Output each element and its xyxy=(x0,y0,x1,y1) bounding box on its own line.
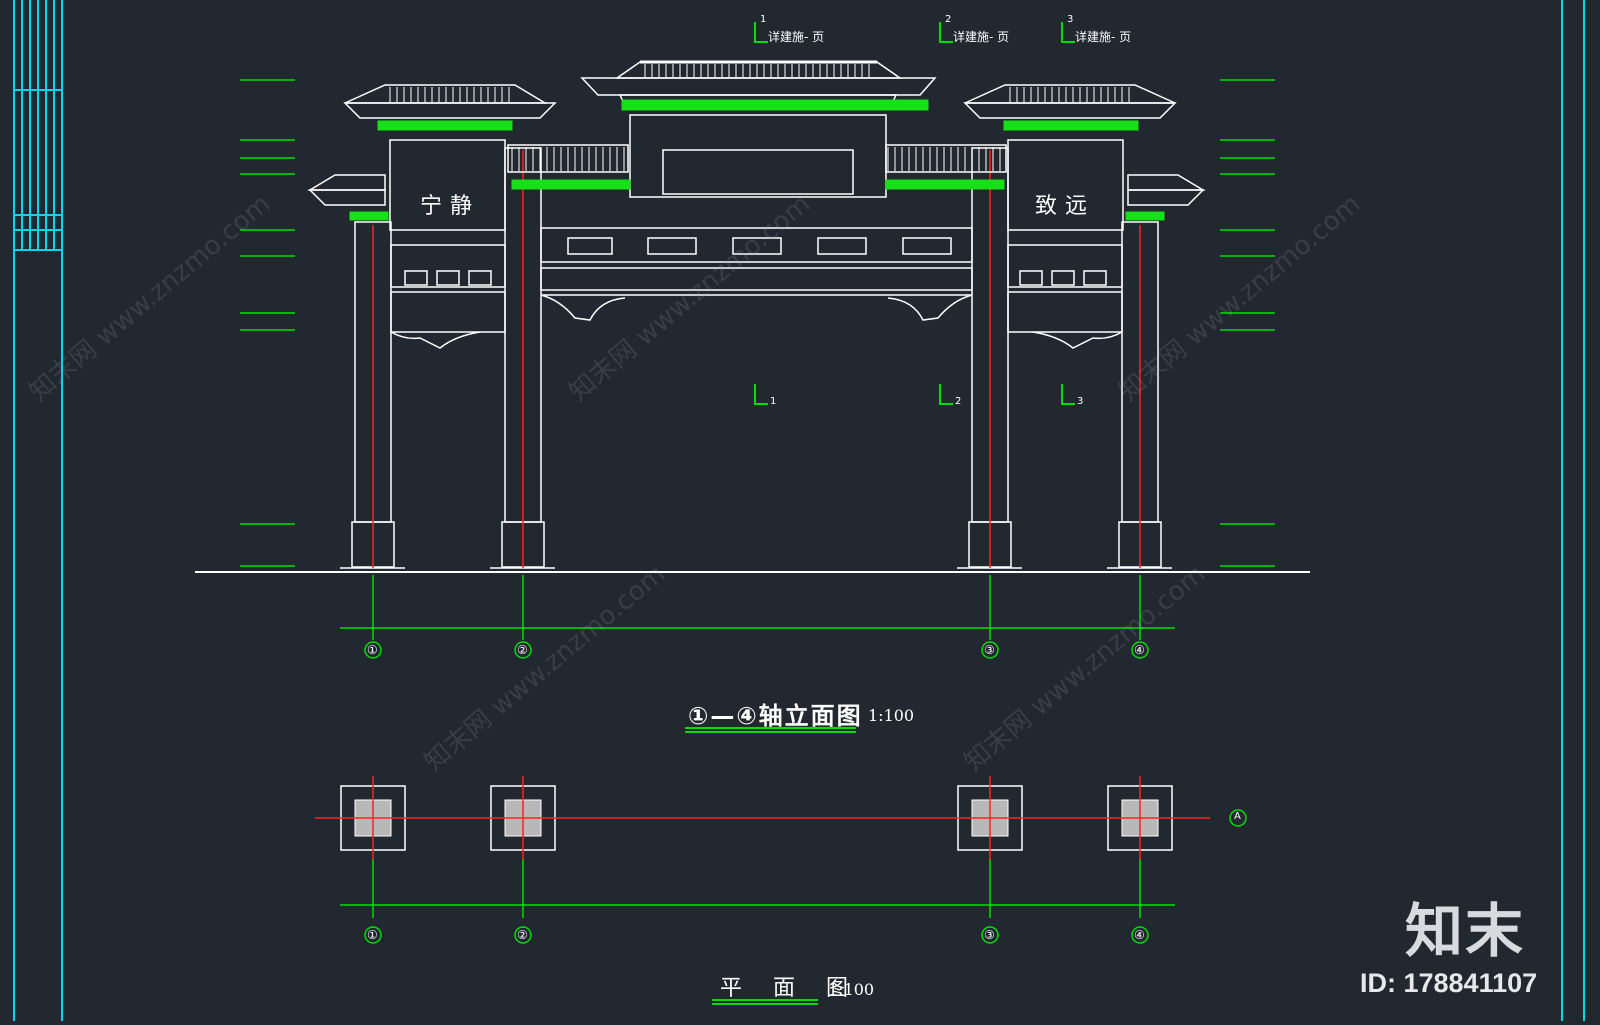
beams xyxy=(390,227,1123,349)
axis-label-2: ② xyxy=(517,643,528,657)
dimension-lines xyxy=(240,79,1275,918)
section-mark-2: 2 xyxy=(955,396,962,407)
brand-id-label: ID: 178841107 xyxy=(1360,968,1538,998)
plan-axis-label-2: ② xyxy=(517,928,528,942)
section-mark-1: 1 xyxy=(770,396,777,407)
title-underlines xyxy=(685,727,856,1005)
axis-label-4: ④ xyxy=(1134,643,1145,657)
section-ref-2: 详建施- 页 xyxy=(953,30,1010,44)
section-marks xyxy=(754,22,1075,405)
plan-axis-label-3: ③ xyxy=(984,928,995,942)
plan-scale: 1:100 xyxy=(828,980,875,999)
elevation-scale: 1:100 xyxy=(868,706,915,725)
column-centerlines xyxy=(372,150,1141,568)
title-block-frame xyxy=(13,0,1585,1021)
section-ref-1: 详建施- 页 xyxy=(768,30,825,44)
plan-title: 平 面 图 xyxy=(720,976,860,1001)
board-left-label: 宁静 xyxy=(420,194,481,219)
main-gate-roof xyxy=(580,60,937,198)
section-mark-3: 3 xyxy=(1077,396,1084,407)
plan-axis-label-1: ① xyxy=(367,928,378,942)
plan-axis-lines xyxy=(315,776,1210,860)
roof-hatching xyxy=(389,64,1130,171)
axis-label-3: ③ xyxy=(984,643,995,657)
axis-bubbles xyxy=(364,641,1247,944)
elevation-title: ①—④轴立面图 xyxy=(688,702,863,730)
section-ref-num-2: 2 xyxy=(945,14,952,25)
section-ref-num-1: 1 xyxy=(760,14,767,25)
axis-label-1: ① xyxy=(367,643,378,657)
side-roofs xyxy=(307,84,1206,231)
board-right-label: 致远 xyxy=(1035,194,1096,219)
bracket-sets xyxy=(349,99,1165,221)
section-ref-num-3: 3 xyxy=(1067,14,1074,25)
plan-axis-label-a: A xyxy=(1234,811,1241,822)
section-ref-3: 详建施- 页 xyxy=(1075,30,1132,44)
brand-logo: 知末 xyxy=(1405,897,1526,965)
plan-axis-label-4: ④ xyxy=(1134,928,1145,942)
